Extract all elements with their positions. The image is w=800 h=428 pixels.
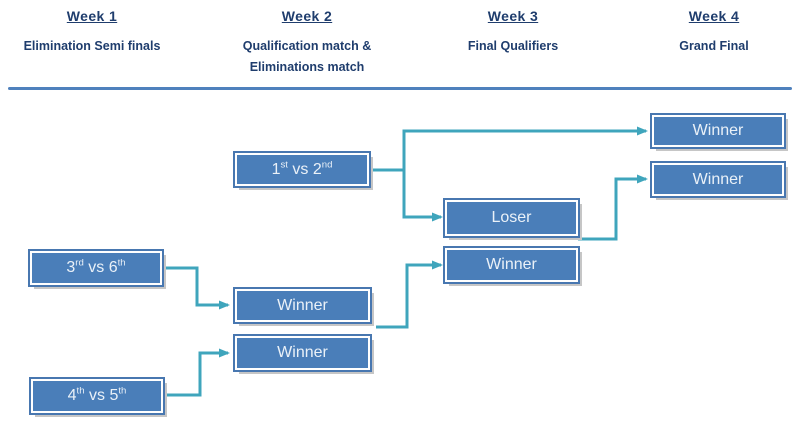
connector-week3-to-week4-bottom xyxy=(578,174,648,241)
week3-winner-box: Winner xyxy=(443,246,580,284)
week2-subtitle: Qualification match & Eliminations match xyxy=(242,39,372,74)
week2-winner-bottom-label: Winner xyxy=(277,344,328,361)
week3-label: Week 3 xyxy=(487,8,539,24)
week4-winner-bottom-label: Winner xyxy=(692,170,744,188)
match-1v2-label: 1st vs 2nd xyxy=(271,159,333,178)
week4-winner-top-box: Winner xyxy=(650,113,786,149)
week4-label: Week 4 xyxy=(688,8,740,24)
week2-winner-top-box: Winner xyxy=(233,287,372,324)
connector-4v5-to-week2-winner-bottom xyxy=(167,348,230,397)
column-header-week3: Week 3 Final Qualifiers xyxy=(428,8,598,57)
header-divider-line xyxy=(8,87,792,90)
match-box-3rd-vs-6th: 3rd vs 6th xyxy=(28,249,164,287)
week1-label: Week 1 xyxy=(66,8,118,24)
week2-winner-bottom-box: Winner xyxy=(233,334,372,372)
connector-week2-winners-to-week3-winner xyxy=(376,260,443,329)
match-3v6-label: 3rd vs 6th xyxy=(66,257,126,276)
week2-label: Week 2 xyxy=(281,8,333,24)
match-4v5-label: 4th vs 5th xyxy=(67,385,127,404)
week3-loser-label: Loser xyxy=(491,209,532,226)
match-box-1st-vs-2nd: 1st vs 2nd xyxy=(233,151,371,188)
week4-winner-bottom-box: Winner xyxy=(650,161,786,198)
week1-subtitle: Elimination Semi finals xyxy=(23,39,161,53)
week3-loser-box: Loser xyxy=(443,198,580,238)
connector-1v2-loser-to-week3-loser xyxy=(402,170,443,222)
week2-winner-top-label: Winner xyxy=(277,296,328,314)
week4-winner-top-label: Winner xyxy=(692,122,744,139)
connector-3v6-to-week2-winner-top xyxy=(166,266,230,310)
week3-subtitle: Final Qualifiers xyxy=(467,39,559,53)
column-header-week4: Week 4 Grand Final xyxy=(629,8,799,57)
connector-1v2-winner-to-week4-top xyxy=(402,126,648,170)
week3-winner-label: Winner xyxy=(486,256,537,273)
column-header-week1: Week 1 Elimination Semi finals xyxy=(7,8,177,57)
match-box-4th-vs-5th: 4th vs 5th xyxy=(29,377,165,415)
week4-subtitle: Grand Final xyxy=(679,39,749,53)
column-header-week2: Week 2 Qualification match & Elimination… xyxy=(222,8,392,77)
